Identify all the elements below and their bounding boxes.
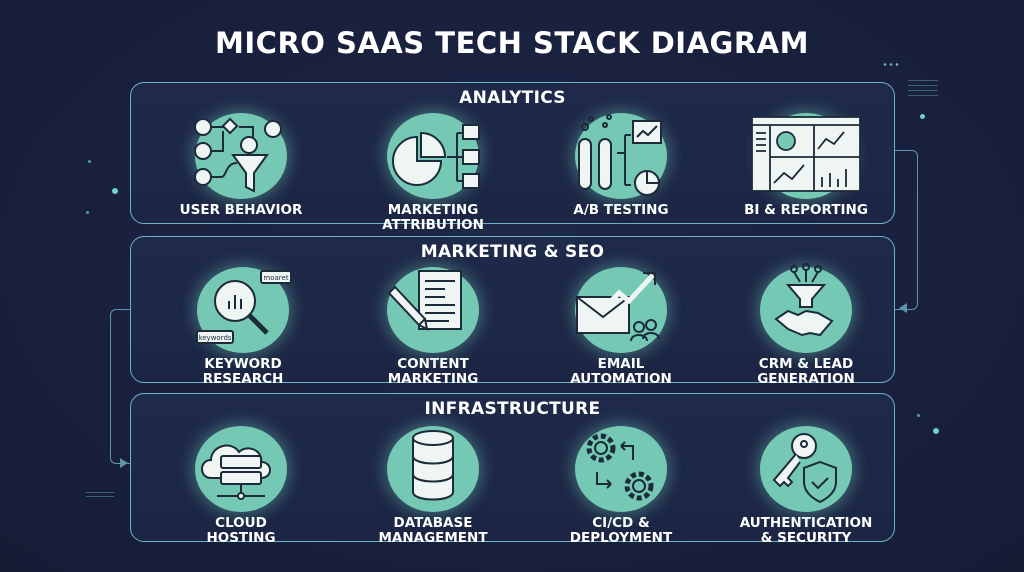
item-label: EMAIL AUTOMATION [570,356,672,387]
item-label: DATABASE MANAGEMENT [378,515,488,546]
pencil-document-icon [387,270,462,331]
svg-text:keywords: keywords [198,334,231,342]
item-content-marketing[interactable]: CONTENT MARKETING [343,267,523,387]
section-title: ANALYTICS [459,88,566,108]
magnifier-keywords-icon: moaret keywords [196,270,292,344]
svg-text:moaret: moaret [263,274,288,282]
pie-chart-channels-icon [392,124,480,189]
gears-cycle-icon [586,433,654,501]
funnel-handshake-icon [774,263,834,337]
decor-dot [917,414,920,417]
section-title: MARKETING & SEO [420,242,605,262]
dashboard-icon [751,116,861,192]
item-keyword-research[interactable]: moaret keywords KEYWORD RESEARCH [153,267,333,387]
decor-dot [112,188,118,194]
item-label: CONTENT MARKETING [387,356,479,387]
cloud-server-icon [201,444,271,500]
envelope-growth-icon [576,272,660,342]
decor-code-lines [86,492,114,500]
item-cloud-hosting[interactable]: CLOUD HOSTING [151,426,331,546]
item-ab-testing[interactable]: A/B TESTING [531,113,711,218]
decor-dot [920,114,925,119]
section-infrastructure: INFRASTRUCTURE CLOUD HOSTING DATABASE MA… [130,393,895,546]
decor-dot [86,211,89,214]
connector-analytics-to-marketing [895,150,918,310]
decor-code-lines [908,80,938,100]
section-marketing-seo: MARKETING & SEO moaret keywords KEYWORD … [130,236,895,387]
item-label: USER BEHAVIOR [179,202,303,218]
key-shield-icon [772,433,837,504]
page-title: MICRO SAAS TECH STACK DIAGRAM [215,26,809,60]
item-marketing-attribution[interactable]: MARKETING ATTRIBUTION [343,113,523,233]
decor-dots [882,63,900,66]
arrow-left-icon [899,303,907,313]
section-analytics: ANALYTICS USER BEHAVIOR MARKETING ATTRIB… [130,82,896,233]
decor-dot [88,160,91,163]
test-tubes-charts-icon [578,114,662,196]
item-ci-cd-deployment[interactable]: CI/CD & DEPLOYMENT [531,426,711,546]
item-authentication-security[interactable]: AUTHENTICATION & SECURITY [716,426,896,546]
item-email-automation[interactable]: EMAIL AUTOMATION [531,267,711,387]
item-label: CI/CD & DEPLOYMENT [569,515,673,546]
decor-dot [933,428,939,434]
arrow-right-icon [120,458,128,468]
item-label: MARKETING ATTRIBUTION [382,202,484,233]
item-label: KEYWORD RESEARCH [202,356,284,387]
item-crm-lead-generation[interactable]: CRM & LEAD GENERATION [716,263,896,387]
section-title: INFRASTRUCTURE [424,399,601,419]
item-label: AUTHENTICATION & SECURITY [739,515,873,546]
item-bi-reporting[interactable]: BI & REPORTING [716,113,896,218]
item-label: CLOUD HOSTING [206,515,276,546]
connector-marketing-to-infrastructure [110,309,131,464]
user-flow-funnel-icon [194,117,282,193]
item-database-management[interactable]: DATABASE MANAGEMENT [343,426,523,546]
item-label: BI & REPORTING [744,202,868,218]
item-label: A/B TESTING [573,202,669,218]
item-label: CRM & LEAD GENERATION [757,356,855,387]
item-user-behavior[interactable]: USER BEHAVIOR [151,113,331,218]
database-icon [412,430,454,501]
